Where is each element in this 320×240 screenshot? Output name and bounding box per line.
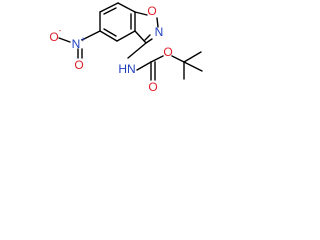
nitro-oxygen-double-label: O [74,58,83,72]
bond [145,38,153,44]
bond-double-inner [103,7,117,15]
carbonyl-oxygen-label: O [148,80,157,94]
bond [117,2,136,13]
carbamate-chain [127,42,203,81]
ring-nitrogen-label: N [155,25,164,39]
amine-label: HN [118,62,135,76]
bond [99,2,119,13]
ring-oxygen-label: O [147,4,156,18]
bond [99,30,118,42]
bond [116,30,136,42]
nitro-group [58,30,101,59]
chemical-structure-diagram: O N HN O O N + O - O [49,2,203,94]
ester-oxygen-label: O [163,45,172,59]
bond [81,30,101,41]
isoxazole-ring [134,11,159,44]
nitro-nitrogen-charge: + [81,35,86,44]
bond [136,61,152,71]
bond [127,42,147,59]
bond [134,11,148,16]
bond [183,61,203,72]
bond [171,55,185,63]
benzene-ring [99,2,136,42]
bond [134,30,147,44]
bond [58,37,71,43]
nitro-oxygen-charge: - [59,26,62,35]
bond-double-inner [103,28,117,37]
bond-double-inner [144,34,151,41]
nitro-oxygen-single-label: O [49,30,58,44]
bond [156,17,159,28]
nitro-nitrogen-label: N [72,37,81,51]
bond [183,51,202,63]
bond [150,55,164,63]
